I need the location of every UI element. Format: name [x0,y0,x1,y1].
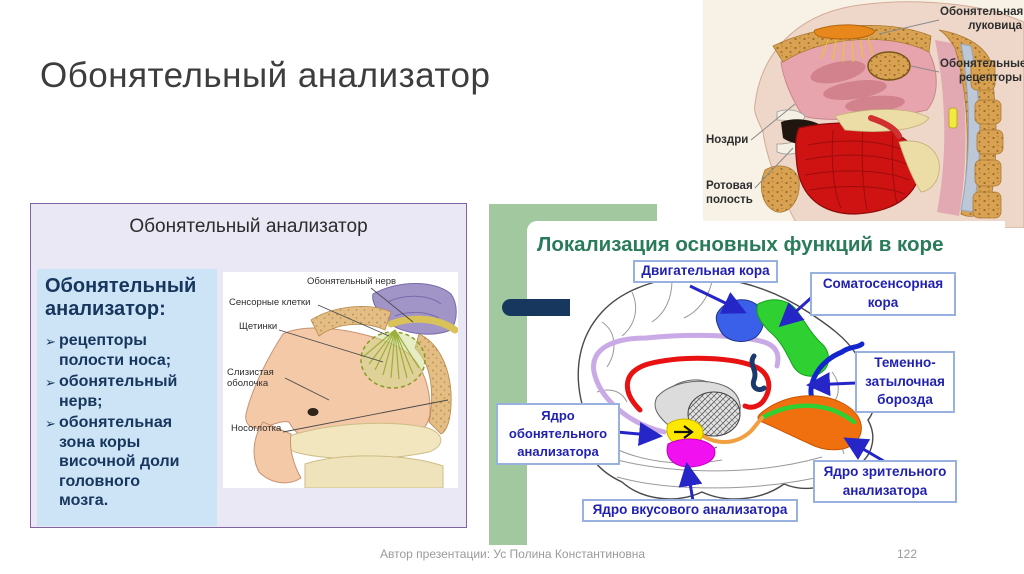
bullet-list: ➢ рецепторы полости носа; ➢ обонятельный… [45,331,205,513]
footer-author: Автор презентации: Ус Полина Константино… [380,547,646,561]
jaw [304,455,444,489]
label-olfactory-nerve: Обонятельный нерв [307,276,397,287]
label-text: Соматосенсорная кора [822,276,944,310]
bullet-text: обонятельный нерв; [59,373,178,410]
arrow-bullet-icon: ➢ [45,416,56,432]
vertebrae [970,59,1004,219]
bullet-text: обонятельная зона коры височной доли гол… [59,414,180,510]
olfactory-nerve-strip [387,315,459,334]
nasal-concha [810,60,866,84]
nose-anatomy-figure: Обонятельный нерв Сенсорные клетки Щетин… [223,272,459,489]
bullet-text: рецепторы полости носа; [59,332,172,369]
label-text: Ядро вкусового анализатора [592,502,788,518]
black-arrow-icon [674,425,694,439]
green-accent-bar-vertical [489,204,528,545]
arrow-bullet-icon: ➢ [45,375,56,391]
label-bristles: Щетинки [239,321,278,332]
definition-panel: Обонятельный анализатор: ➢ рецепторы пол… [37,269,217,526]
definition-heading: Обонятельный анализатор: [45,275,197,320]
footer-page-number: 122 [897,547,918,561]
olfactory-bulb-region [813,24,876,40]
label-box-parieto-occipital: Теменно-затылочная борозда [855,351,955,413]
jaw-bone [761,165,800,213]
list-item: ➢ обонятельный нерв; [45,372,205,411]
nasal-concha [845,95,905,113]
label-box-gustatory-nucleus: Ядро вкусового анализатора [582,499,798,522]
label-arrows [616,284,888,502]
nasal-concha [823,80,887,100]
lips-chin [253,421,302,484]
label-mucosa: Слизистая оболочка [227,367,274,389]
list-item: ➢ обонятельная зона коры височной доли г… [45,413,205,511]
label-text: Двигательная кора [641,263,770,279]
gustatory-nucleus-region [666,438,716,468]
head-sagittal-drawing [703,0,1024,229]
head-sagittal-figure: Обонятельная луковица Обонятельные рецеп… [703,0,1024,229]
nose-anatomy-drawing [223,272,459,489]
motor-cortex-region [715,299,764,342]
nostril [307,408,319,416]
central-sulcus-line [749,353,767,393]
label-box-motor-cortex: Двигательная кора [633,260,778,283]
label-olfactory-bulb: Обонятельная луковица [940,6,1024,32]
gyri-lines [596,279,853,489]
navy-dash-accent [502,299,570,316]
olfactory-receptors-region [867,51,911,81]
receptor-fan-lines [362,329,420,380]
label-oral-cavity: Ротовая полость [706,180,753,206]
nasal-bone [310,306,392,337]
arrow-bullet-icon: ➢ [45,334,56,349]
fornix-orange-curve [698,416,764,444]
brain-localization-drawing [577,275,888,502]
visual-cortex-green-stripe [759,403,857,425]
label-text: Ядро обонятельного анализатора [508,407,608,460]
leader-lines [278,287,449,433]
label-box-visual-nucleus: Ядро зрительного анализатора [813,460,957,503]
palate-red-band [868,115,902,139]
left-box-title: Обонятельный анализатор [129,216,368,237]
label-olfactory-receptors: Обонятельные рецепторы [940,58,1024,84]
label-nostrils: Ноздри [706,134,749,146]
label-text: Ядро зрительного анализатора [823,463,947,498]
label-box-somatosensory-cortex: Соматосенсорная кора [810,272,956,316]
label-sensory-cells: Сенсорные клетки [229,297,311,308]
olfactory-analyzer-box: Обонятельный анализатор Обонятельный ана… [30,203,467,528]
diagram-title: Локализация основных функций в коре [537,233,944,256]
label-text: Теменно-затылочная борозда [865,354,945,408]
tongue-texture [804,124,912,211]
list-item: ➢ рецепторы полости носа; [45,331,205,370]
label-nasopharynx: Носоглотка [231,423,282,434]
label-box-olfactory-nucleus: Ядро обонятельного анализатора [496,403,620,465]
cingulate-sulcus [591,332,781,435]
olfactory-fibers [820,37,874,63]
brain-folds [387,295,442,319]
page-title: Обонятельный анализатор [40,56,491,95]
leader-lines [750,19,940,189]
epiglottis [898,140,940,193]
yellow-marker [948,107,958,129]
cerebellum-hatched [687,391,741,437]
